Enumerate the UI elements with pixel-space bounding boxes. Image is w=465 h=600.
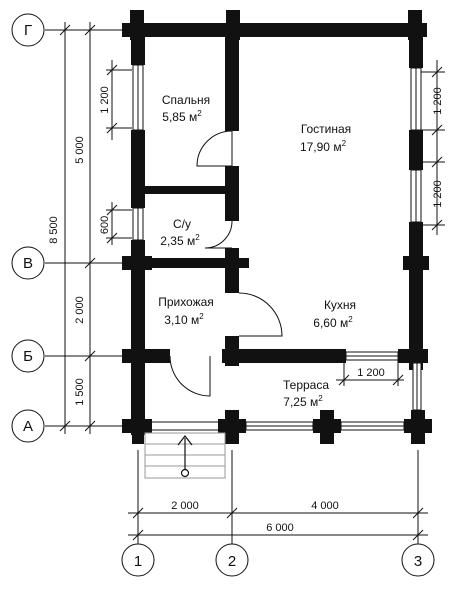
room-bath-area: 2,35 м [160,234,195,248]
axis-label-1: 1 [134,553,142,570]
room-terrace-name: Терраса [283,378,329,392]
svg-text:17,90 м2: 17,90 м2 [300,139,347,154]
axis-label-v: В [23,255,33,272]
room-bedroom-area: 5,85 м [162,110,197,124]
axis-label-a: А [23,418,33,435]
room-kitchen-area: 6,60 м [313,316,348,330]
dim-win-bath-label: 600 [99,216,111,234]
room-kitchen: Кухня 6,60 м2 [313,298,356,330]
room-kitchen-name: Кухня [324,298,356,312]
dim-bottom: 2 000 4 000 6 000 [128,500,428,541]
dim-b-a-label: 1 500 [74,378,86,406]
dim-chain-left: 5 000 2 000 1 500 [74,22,96,434]
room-kitchen-area-sup: 2 [348,315,353,324]
dim-win-living-bottom-label: 1 200 [432,180,444,208]
room-bedroom: Спальня 5,85 м2 [162,93,210,124]
axis-label-g: Г [24,22,32,39]
svg-text:6,60 м2: 6,60 м2 [313,315,353,330]
room-hall-area-sup: 2 [199,312,204,321]
room-terrace-area-sup: 2 [318,394,323,403]
room-bath-area-sup: 2 [195,233,200,242]
room-hall-name: Прихожая [158,295,214,309]
room-bedroom-name: Спальня [162,93,210,107]
room-terrace-area: 7,25 м [283,395,318,409]
axis-bubble-col-1: 1 [121,543,155,577]
axis-bubble-row-a: А [11,409,45,443]
axis-label-b: Б [23,348,33,365]
room-living-name: Гостиная [301,122,351,136]
room-living-area-sup: 2 [342,139,347,148]
dim-g-v-label: 5 000 [74,136,86,164]
room-hall: Прихожая 3,10 м2 [158,295,214,327]
dim-total-height: 8 500 [48,22,71,434]
dim-window-kitchen: 1 200 [336,358,404,386]
dim-total-height-label: 8 500 [48,216,60,244]
room-bath: С/у 2,35 м2 [160,217,200,248]
axis-label-3: 3 [414,553,422,570]
axis-bubble-row-g: Г [11,13,45,47]
svg-text:5,85 м2: 5,85 м2 [162,109,202,124]
dim-win-kitchen-label: 1 200 [357,367,385,379]
dim-windows-left: 1 200 600 [99,60,132,245]
svg-text:3,10 м2: 3,10 м2 [164,312,204,327]
dim-win-living-top-label: 1 200 [432,87,444,115]
svg-text:2,35 м2: 2,35 м2 [160,233,200,248]
axis-bubble-row-v: В [11,246,45,280]
dim-1-2-label: 2 000 [171,500,199,512]
room-bath-name: С/у [173,217,191,231]
dim-2-3-label: 4 000 [311,500,339,512]
room-living-area: 17,90 м [300,140,342,154]
entrance-stairs [144,432,226,479]
dim-v-b-label: 2 000 [74,296,86,324]
room-terrace: Терраса 7,25 м2 [283,378,329,409]
walls [122,10,432,444]
axis-label-2: 2 [228,553,236,570]
axis-bubble-col-2: 2 [215,543,249,577]
doors [169,130,283,397]
dim-win-bedroom-label: 1 200 [99,86,111,114]
room-bedroom-area-sup: 2 [197,109,202,118]
room-living: Гостиная 17,90 м2 [300,122,351,154]
grid-lines [45,29,419,545]
room-hall-area: 3,10 м [164,313,199,327]
axis-bubble-col-3: 3 [401,543,435,577]
dim-total-width-label: 6 000 [266,522,294,534]
axis-bubble-row-b: Б [11,339,45,373]
svg-text:7,25 м2: 7,25 м2 [283,394,323,409]
